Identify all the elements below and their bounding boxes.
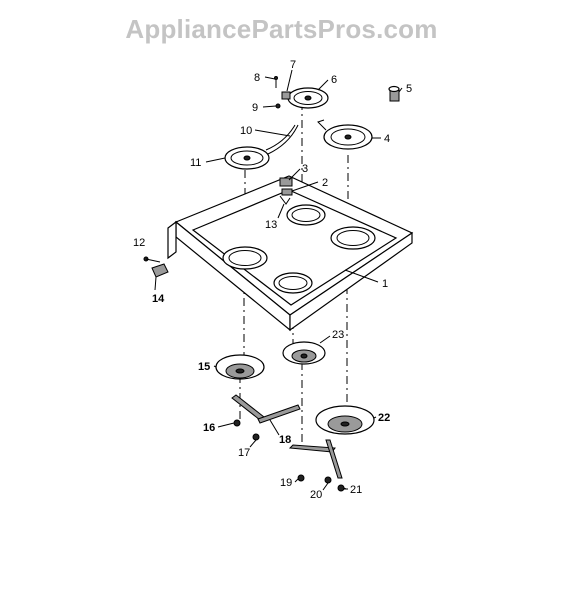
callout-11: 11	[190, 157, 201, 169]
screw-8	[274, 76, 278, 88]
bracket-3	[279, 177, 293, 187]
terminal-block-7	[281, 91, 291, 100]
cooktop-main-top	[167, 175, 414, 332]
callout-22: 22	[378, 412, 390, 424]
callout-19: 19	[280, 477, 292, 489]
surface-element-6	[287, 87, 329, 109]
callout-2: 2	[322, 177, 328, 189]
callout-20: 20	[310, 489, 322, 501]
callout-16: 16	[203, 422, 215, 434]
callout-17: 17	[238, 447, 250, 459]
callout-12: 12	[133, 237, 145, 249]
support-bracket-19-21	[288, 439, 343, 479]
callout-7: 7	[290, 59, 296, 71]
callout-18: 18	[279, 434, 291, 446]
surface-element-11	[224, 124, 299, 170]
leader-lines	[154, 69, 403, 491]
callout-1: 1	[382, 278, 388, 290]
callout-8: 8	[254, 72, 260, 84]
receptacle-2	[281, 188, 293, 196]
surface-element-4	[317, 119, 373, 150]
callout-4: 4	[384, 133, 390, 145]
clip-13	[279, 195, 291, 205]
support-bracket-18	[231, 394, 301, 424]
callout-10: 10	[240, 125, 252, 137]
callout-15: 15	[198, 361, 210, 373]
drip-bowl-23	[282, 341, 326, 365]
callout-14: 14	[152, 293, 165, 305]
callout-5: 5	[406, 83, 412, 95]
fasteners	[233, 419, 345, 492]
nut-9	[275, 103, 281, 109]
callout-23: 23	[332, 329, 344, 341]
drip-bowl-22	[315, 405, 375, 435]
hinge-bracket-14	[151, 263, 169, 278]
callout-6: 6	[331, 74, 337, 86]
watermark-text: AppliancePartsPros.com	[125, 14, 438, 44]
callout-13: 13	[265, 219, 277, 231]
part-5-fitting	[388, 85, 400, 102]
callout-3: 3	[302, 163, 308, 175]
drip-bowl-15	[215, 354, 265, 380]
callout-21: 21	[350, 484, 362, 496]
screw-12	[143, 256, 161, 263]
callout-9: 9	[252, 102, 258, 114]
callout-labels: 1 2 3 4 5 6 7 8 9 10 11 12 13 14 15 16 1…	[133, 59, 412, 501]
